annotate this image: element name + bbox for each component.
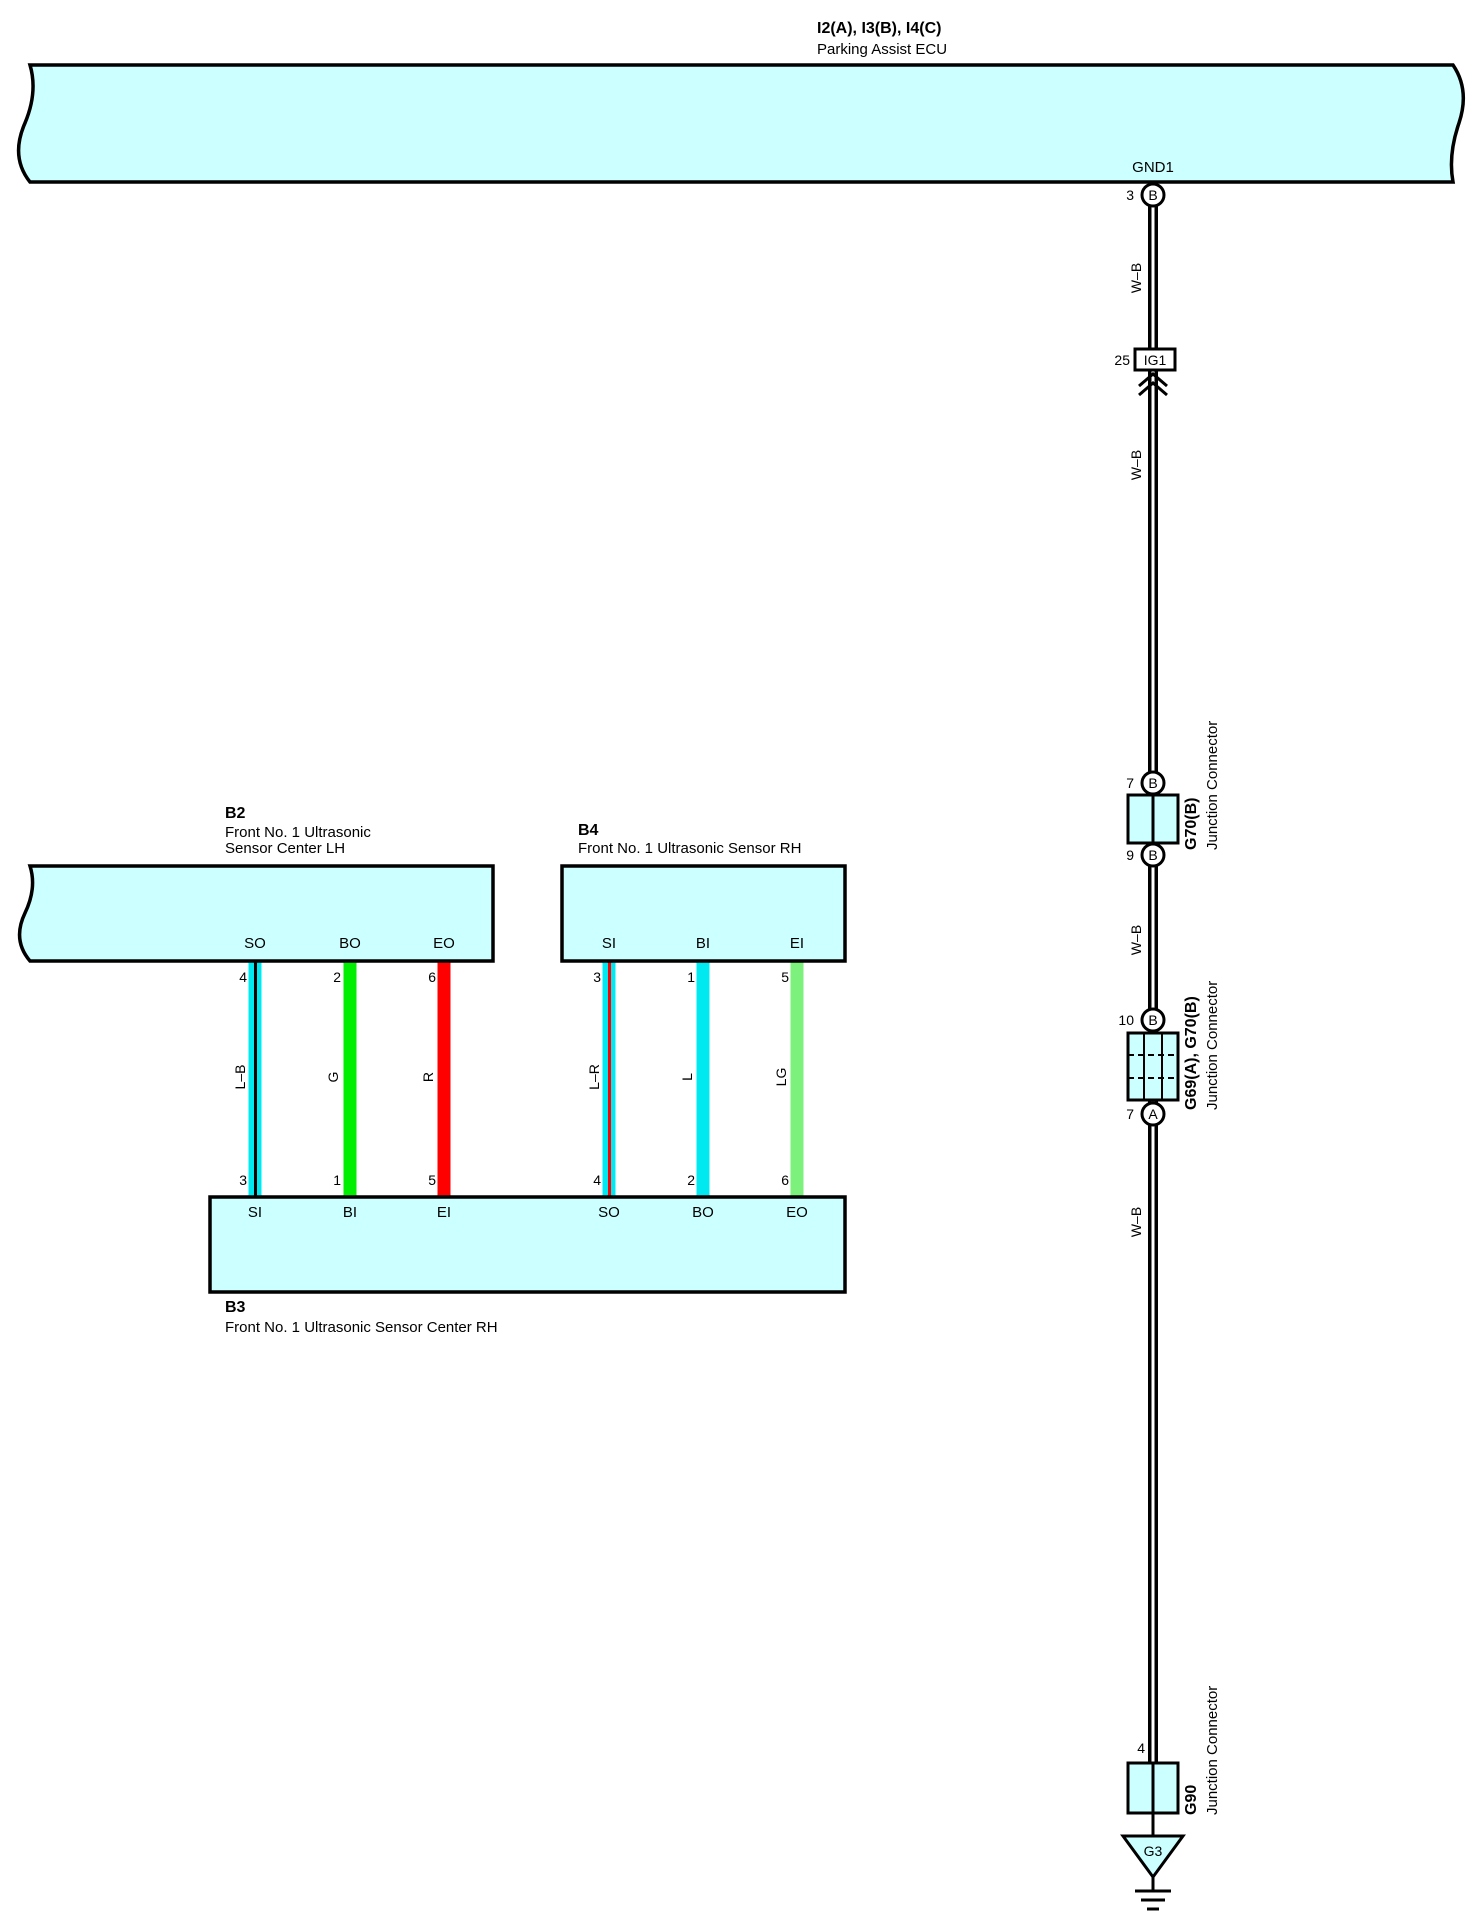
- inline-connector-ig1: IG1: [1133, 347, 1177, 397]
- b3-pin-bo: BO: [692, 1204, 714, 1221]
- sensor-b3-box: [208, 1195, 847, 1294]
- ecu-pin-name: GND1: [1132, 159, 1174, 176]
- signal-wires: [248, 962, 804, 1196]
- g69-pin-top: 10: [1118, 1012, 1134, 1028]
- signal-wire-l: [696, 962, 710, 1196]
- b2-pin-no-so: 4: [239, 969, 247, 985]
- b3-name: Front No. 1 Ultrasonic Sensor Center RH: [225, 1319, 498, 1336]
- b3-pin-no-eo: 6: [781, 1172, 789, 1188]
- inline-connector-pin: 25: [1114, 352, 1130, 368]
- signal-wire-stripe: [608, 962, 611, 1196]
- sensor-b4-box: [560, 864, 847, 963]
- ecu-terminal: B: [1140, 182, 1166, 208]
- svg-text:B: B: [1148, 1012, 1157, 1028]
- wire-label-wb-4: W–B: [1128, 1207, 1144, 1237]
- b2-name-line2: Sensor Center LH: [225, 840, 345, 857]
- g90-pin: 4: [1137, 1740, 1145, 1756]
- junction-connector-g90: [1126, 1761, 1180, 1836]
- b4-pin-ei: EI: [790, 935, 804, 952]
- signal-wire-g: [343, 962, 357, 1196]
- b3-pin-eo: EO: [786, 1204, 808, 1221]
- junction-connector-g70: B B: [1126, 770, 1180, 868]
- b3-pin-no-bo: 2: [687, 1172, 695, 1188]
- b2-pin-eo: EO: [433, 935, 455, 952]
- b4-pin-bi: BI: [696, 935, 710, 952]
- g69-pin-bottom: 7: [1126, 1106, 1134, 1122]
- signal-wire-r: [437, 962, 451, 1196]
- b2-pin-no-bo: 2: [333, 969, 341, 985]
- g70-label: Junction Connector: [1204, 721, 1221, 850]
- b3-pin-no-si: 3: [239, 1172, 247, 1188]
- b3-pin-ei: EI: [437, 1204, 451, 1221]
- junction-connector-g69-g70: B A: [1126, 1007, 1180, 1127]
- b2-id: B2: [225, 805, 246, 822]
- b3-pin-si: SI: [248, 1204, 262, 1221]
- b3-pin-no-so: 4: [593, 1172, 601, 1188]
- ecu-id: I2(A), I3(B), I4(C): [817, 20, 941, 37]
- g90-id: G90: [1183, 1785, 1200, 1815]
- b3-id: B3: [225, 1299, 246, 1316]
- b2-pin-bo: BO: [339, 935, 361, 952]
- signal-wire-stripe: [254, 962, 257, 1196]
- b4-pin-no-ei: 5: [781, 969, 789, 985]
- wire-label-wb-1: W–B: [1128, 263, 1144, 293]
- wire-label-wb-2: W–B: [1128, 450, 1144, 480]
- b3-pin-so: SO: [598, 1204, 620, 1221]
- b4-pin-si: SI: [602, 935, 616, 952]
- ecu-pin-number: 3: [1126, 187, 1134, 203]
- wire-label-lb: L–B: [232, 1065, 248, 1090]
- sensor-b2-box: [17, 864, 495, 963]
- ground-point-g3: G3: [1120, 1834, 1186, 1911]
- ecu-name: Parking Assist ECU: [817, 41, 947, 58]
- parking-assist-ecu-box: [16, 63, 1466, 184]
- g70-id: G70(B): [1183, 798, 1200, 850]
- wire-label-r: R: [420, 1072, 436, 1082]
- svg-text:IG1: IG1: [1144, 352, 1167, 368]
- g70-pin-top: 7: [1126, 775, 1134, 791]
- b3-pin-bi: BI: [343, 1204, 357, 1221]
- g69-id: G69(A), G70(B): [1183, 996, 1200, 1110]
- b2-pin-so: SO: [244, 935, 266, 952]
- g90-label: Junction Connector: [1204, 1686, 1221, 1815]
- svg-text:G3: G3: [1144, 1843, 1163, 1859]
- signal-wire-lg: [790, 962, 804, 1196]
- b2-name-line1: Front No. 1 Ultrasonic: [225, 824, 371, 841]
- svg-text:B: B: [1148, 847, 1157, 863]
- wire-label-lr: L–R: [586, 1064, 602, 1090]
- wire-label-l: L: [679, 1073, 695, 1081]
- b4-pin-no-si: 3: [593, 969, 601, 985]
- svg-text:A: A: [1148, 1106, 1158, 1122]
- g70-pin-bottom: 9: [1126, 847, 1134, 863]
- b4-id: B4: [578, 822, 599, 839]
- svg-text:B: B: [1148, 775, 1157, 791]
- b4-pin-no-bi: 1: [687, 969, 695, 985]
- b2-pin-no-eo: 6: [428, 969, 436, 985]
- svg-text:B: B: [1148, 187, 1157, 203]
- b3-pin-no-ei: 5: [428, 1172, 436, 1188]
- b3-pin-no-bi: 1: [333, 1172, 341, 1188]
- wire-label-g: G: [325, 1072, 341, 1083]
- g69-label: Junction Connector: [1204, 981, 1221, 1110]
- wire-label-wb-3: W–B: [1128, 925, 1144, 955]
- b4-name: Front No. 1 Ultrasonic Sensor RH: [578, 840, 801, 857]
- wire-label-lg: LG: [773, 1068, 789, 1087]
